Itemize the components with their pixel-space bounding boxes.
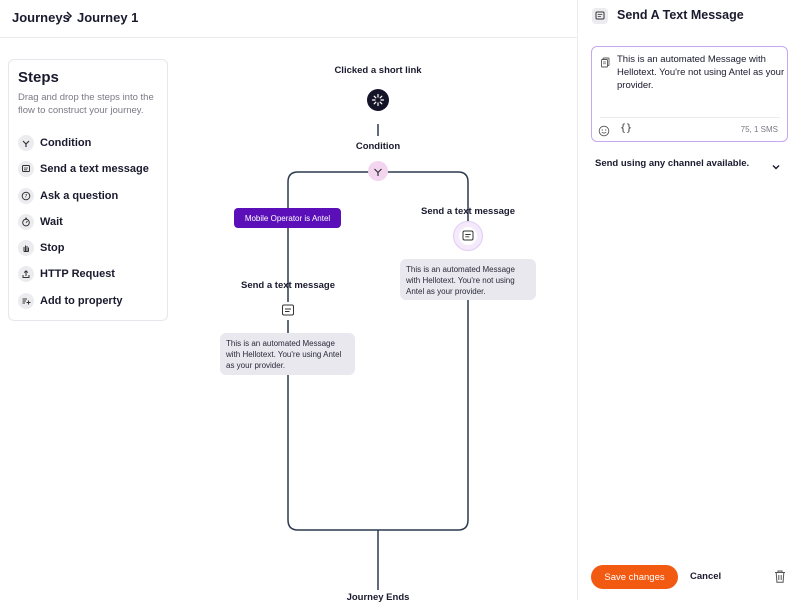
- message-editor[interactable]: This is an automated Message with Hellot…: [591, 46, 788, 142]
- steps-description: Drag and drop the steps into the flow to…: [18, 92, 154, 116]
- step-item-label: Ask a question: [40, 190, 119, 202]
- right-message-node-selected[interactable]: [453, 221, 483, 251]
- variables-braces-icon[interactable]: {}: [620, 123, 633, 134]
- step-item-label: Stop: [40, 242, 65, 254]
- sms-counter: 75, 1 SMS: [740, 125, 778, 134]
- message-icon: [462, 230, 474, 241]
- step-item-wait[interactable]: Wait: [18, 212, 163, 232]
- condition-node[interactable]: [368, 161, 388, 181]
- step-item-ask-question[interactable]: ? Ask a question: [18, 186, 163, 206]
- save-changes-button[interactable]: Save changes: [591, 565, 678, 589]
- message-icon: [18, 161, 34, 177]
- timer-icon: [18, 214, 34, 230]
- step-item-label: HTTP Request: [40, 268, 115, 280]
- step-item-add-property[interactable]: Add to property: [18, 291, 163, 311]
- breadcrumb-journey-1: Journey 1: [77, 10, 139, 25]
- breadcrumb-journeys[interactable]: Journeys: [12, 10, 70, 25]
- right-branch-title: Send a text message: [421, 206, 515, 217]
- left-branch-title: Send a text message: [241, 280, 335, 291]
- trash-icon[interactable]: [773, 569, 787, 589]
- message-icon: [282, 304, 294, 316]
- chevron-down-icon[interactable]: [771, 159, 781, 177]
- step-item-condition[interactable]: Condition: [18, 133, 163, 153]
- step-item-label: Condition: [40, 137, 92, 149]
- condition-pill[interactable]: Mobile Operator is Antel: [234, 208, 341, 228]
- panel-title: Send A Text Message: [617, 8, 744, 22]
- svg-text:?: ?: [25, 194, 28, 200]
- message-textarea[interactable]: This is an automated Message with Hellot…: [617, 54, 785, 91]
- flow-connectors: [287, 124, 469, 590]
- step-item-stop[interactable]: Stop: [18, 238, 163, 258]
- condition-icon: [374, 168, 382, 176]
- template-doc-icon[interactable]: [600, 55, 611, 73]
- steps-title: Steps: [18, 69, 59, 86]
- step-item-send-text[interactable]: Send a text message: [18, 159, 163, 179]
- add-property-icon: [18, 293, 34, 309]
- condition-icon: [18, 135, 34, 151]
- edit-step-panel: Send A Text Message This is an automated…: [577, 0, 800, 600]
- condition-title: Condition: [355, 141, 401, 152]
- step-item-label: Send a text message: [40, 163, 149, 175]
- question-icon: ?: [18, 188, 34, 204]
- right-message-node-inner: [459, 227, 477, 245]
- http-upload-icon: [18, 266, 34, 282]
- step-item-label: Add to property: [40, 295, 123, 307]
- chevron-right-icon: [65, 9, 73, 26]
- channel-select-label[interactable]: Send using any channel available.: [595, 158, 750, 169]
- left-message-node[interactable]: [278, 302, 298, 320]
- emoji-icon[interactable]: [598, 124, 610, 142]
- step-item-http-request[interactable]: HTTP Request: [18, 264, 163, 284]
- stop-hand-icon: [18, 240, 34, 256]
- editor-divider: [600, 117, 780, 118]
- loader-icon: [371, 93, 385, 107]
- cancel-button[interactable]: Cancel: [690, 571, 722, 582]
- trigger-title: Clicked a short link: [334, 65, 422, 76]
- left-message-card[interactable]: This is an automated Message with Hellot…: [220, 333, 355, 375]
- right-message-card[interactable]: This is an automated Message with Hellot…: [400, 259, 536, 300]
- step-item-label: Wait: [40, 216, 63, 228]
- trigger-node[interactable]: [367, 89, 389, 111]
- steps-panel: Steps Drag and drop the steps into the f…: [8, 59, 168, 321]
- journey-end-title: Journey Ends: [346, 592, 410, 603]
- top-bar: Journeys Journey 1: [0, 0, 577, 38]
- message-icon: [592, 8, 608, 24]
